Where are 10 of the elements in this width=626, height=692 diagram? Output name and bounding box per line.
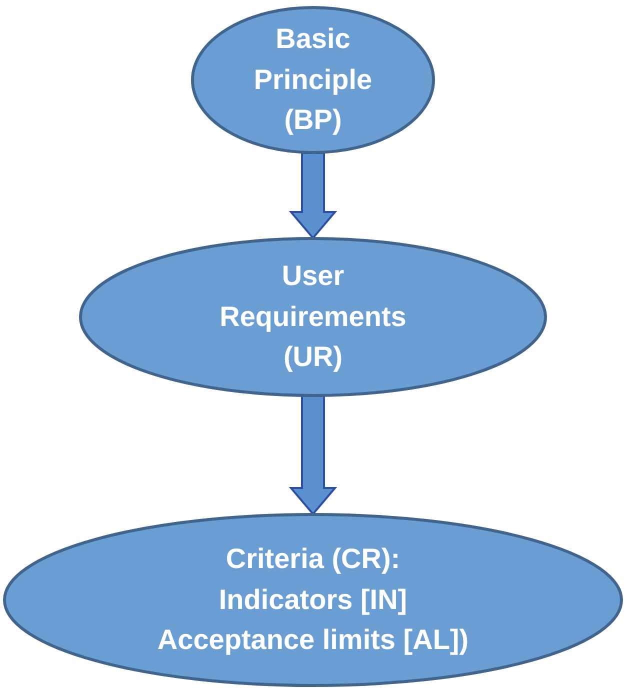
node-label: Indicators [IN] (218, 582, 408, 617)
block-arrow (288, 152, 338, 240)
node-label: Criteria (CR): (226, 542, 400, 576)
node-label: Basic Principle (BP) (252, 22, 374, 138)
ellipse-node (3, 513, 623, 687)
block-arrow (288, 395, 338, 516)
node-label: User Requirements (UR) (218, 259, 408, 374)
ellipse-node (79, 237, 547, 397)
ellipse-node (191, 6, 435, 154)
node-label: Acceptance limits [AL]) (157, 623, 469, 658)
